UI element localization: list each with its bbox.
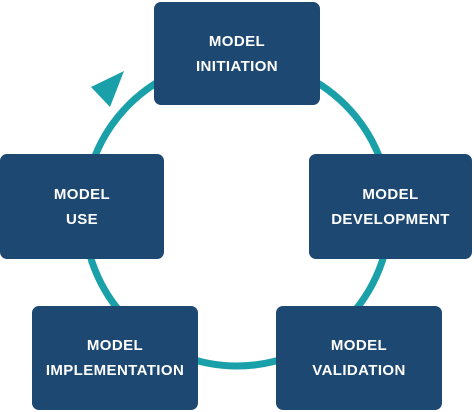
- stage-label-line2: USE: [65, 210, 99, 228]
- stage-label-line2: DEVELOPMENT: [331, 210, 450, 228]
- stage-model-development: MODEL DEVELOPMENT: [309, 154, 472, 259]
- stage-model-use: MODEL USE: [0, 154, 164, 259]
- stage-model-implementation: MODEL IMPLEMENTATION: [32, 306, 198, 410]
- stage-model-validation: MODEL VALIDATION: [276, 306, 442, 410]
- stage-model-initiation: MODEL INITIATION: [154, 2, 320, 105]
- stage-label-line1: MODEL: [330, 337, 388, 354]
- stage-label-line1: MODEL: [362, 185, 419, 203]
- stage-label-line2: VALIDATION: [312, 362, 406, 379]
- stage-label-line1: MODEL: [53, 185, 111, 203]
- stage-label-line2: INITIATION: [195, 57, 279, 75]
- stage-label-line1: MODEL: [86, 337, 144, 354]
- stage-label-line2: IMPLEMENTATION: [45, 362, 185, 379]
- stage-label-line1: MODEL: [208, 32, 266, 50]
- arrowhead-icon: [91, 71, 124, 107]
